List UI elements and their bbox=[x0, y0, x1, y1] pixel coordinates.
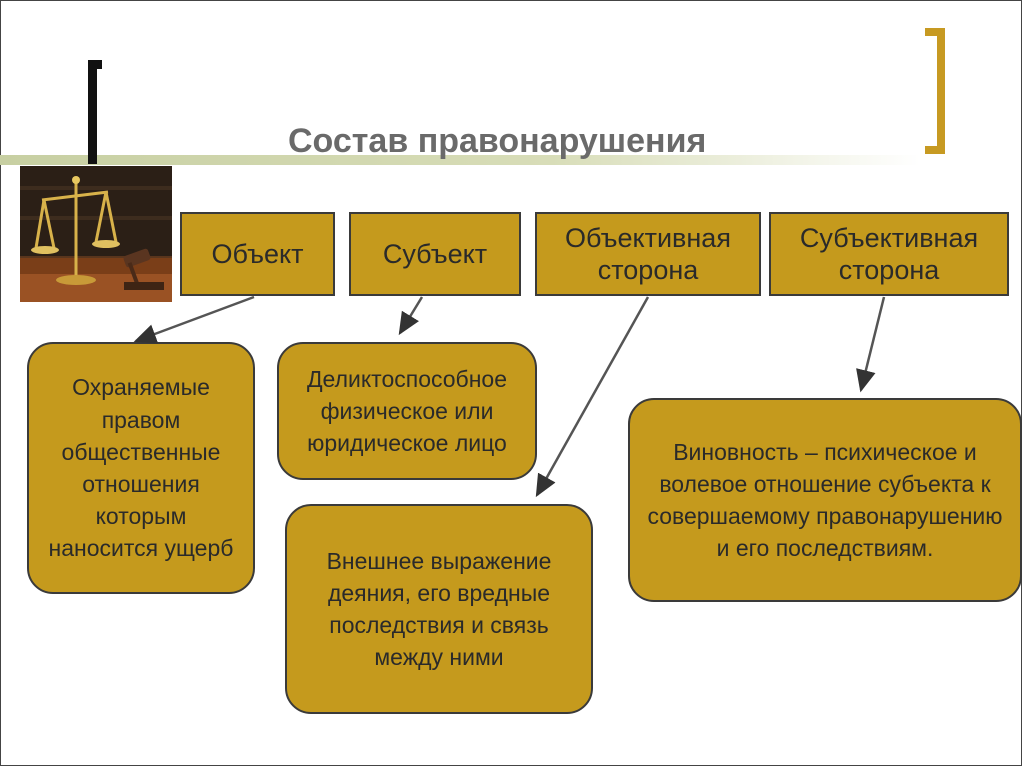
header-objective-side: Объективная сторона bbox=[535, 212, 761, 296]
detail-subjective-text: Виновность – психическое и волевое отнош… bbox=[647, 438, 1003, 562]
arrow-objective bbox=[535, 296, 650, 498]
header-subjective-line1: Субъективная bbox=[799, 222, 979, 253]
left-bracket bbox=[88, 60, 102, 164]
page-title: Состав правонарушения bbox=[288, 122, 707, 160]
header-subjective-side: Субъективная сторона bbox=[769, 212, 1009, 296]
detail-objective: Внешнее выражение деяния, его вредные по… bbox=[285, 504, 593, 714]
header-objective-line2: сторона bbox=[597, 255, 699, 285]
gavel-icon bbox=[123, 248, 164, 290]
detail-objective-text: Внешнее выражение деяния, его вредные по… bbox=[326, 547, 552, 671]
header-object-line1: Объект bbox=[211, 238, 304, 269]
header-objective-line1: Объективная bbox=[565, 222, 731, 253]
title-underline bbox=[0, 155, 920, 165]
header-subjective-line2: сторона bbox=[838, 255, 940, 285]
detail-subject-text: Деликтоспособное физическое или юридичес… bbox=[306, 365, 507, 457]
header-subject-line1: Субъект bbox=[382, 238, 488, 269]
detail-object-text: Охраняемые правом общественные отношения… bbox=[48, 374, 234, 562]
detail-object: Охраняемые правом общественные отношения… bbox=[27, 342, 255, 594]
scales-of-justice-icon bbox=[20, 166, 172, 302]
detail-subject: Деликтоспособное физическое или юридичес… bbox=[277, 342, 537, 480]
detail-subjective: Виновность – психическое и волевое отнош… bbox=[628, 398, 1022, 602]
header-object: Объект bbox=[180, 212, 335, 296]
arrow-object bbox=[133, 295, 255, 344]
right-bracket bbox=[925, 28, 945, 154]
arrow-subject bbox=[398, 296, 424, 336]
arrow-subjective bbox=[856, 296, 886, 393]
header-subject: Субъект bbox=[349, 212, 521, 296]
